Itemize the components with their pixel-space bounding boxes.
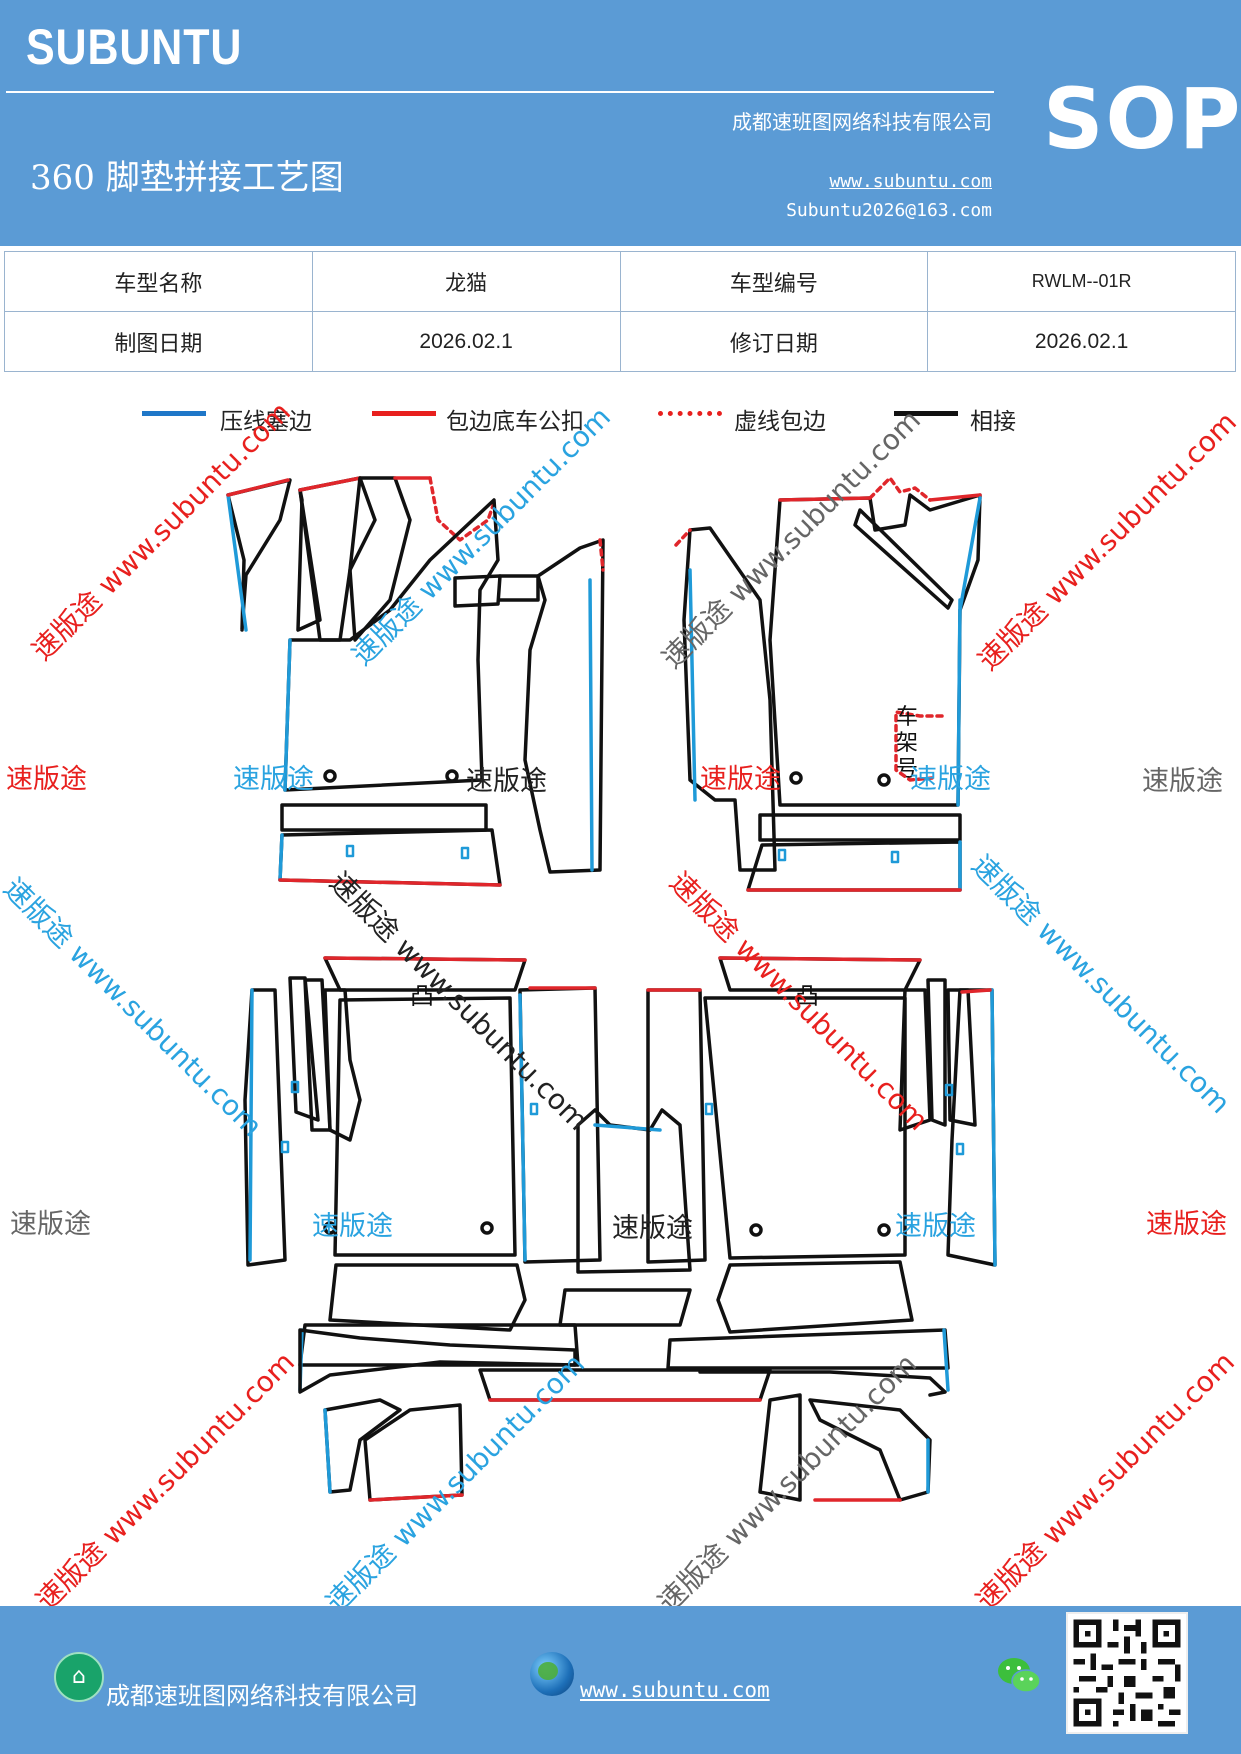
watermark-text: 速版途 <box>700 764 781 795</box>
watermark-text: 速版途 <box>10 1209 91 1240</box>
tab-marker: 凸 <box>795 982 819 1010</box>
revision-date-label: 修订日期 <box>619 311 929 372</box>
tab-marker: 凸 <box>410 982 434 1010</box>
legend-label: 包边底车公扣 <box>446 409 584 435</box>
frame-number-label: 车架号 <box>896 705 919 782</box>
watermark-text: 速版途 <box>312 1211 393 1242</box>
watermark-text: 速版途 <box>6 764 87 795</box>
footer-website-link[interactable]: www.subuntu.com <box>580 1678 770 1702</box>
legend-label: 压线塞边 <box>220 409 312 435</box>
header: SUBUNTU 成都速班图网络科技有限公司 360 脚垫拼接工艺图 www.su… <box>0 0 1241 246</box>
table-row: 制图日期 2026.02.1 修订日期 2026.02.1 <box>4 311 1236 372</box>
watermark-text: 速版途 <box>466 766 547 797</box>
model-code-label: 车型编号 <box>619 251 929 312</box>
watermark-text: 速版途 <box>612 1213 693 1244</box>
drawing-date-value: 2026.02.1 <box>311 311 621 372</box>
bottom-left-pieces <box>243 956 602 1502</box>
watermark-text: 速版途 <box>1146 1209 1227 1240</box>
watermark-text: 速版途 <box>910 764 991 795</box>
qr-code <box>1066 1612 1188 1734</box>
home-icon: ⌂ <box>54 1652 104 1702</box>
company-name: 成都速班图网络科技有限公司 <box>732 110 992 134</box>
model-code-value: RWLM--01R <box>927 251 1236 312</box>
table-row: 车型名称 龙猫 车型编号 RWLM--01R <box>4 251 1236 312</box>
bottom-right-pieces <box>646 956 997 1502</box>
sop-label: SOP <box>1043 70 1241 168</box>
doc-title: 360 脚垫拼接工艺图 <box>30 158 344 198</box>
info-table: 车型名称 龙猫 车型编号 RWLM--01R 制图日期 2026.02.1 修订… <box>4 251 1236 372</box>
watermark-text: 速版途 <box>895 1211 976 1242</box>
top-left-pieces <box>226 476 605 887</box>
legend-line-dotted-red <box>658 411 722 416</box>
website-link[interactable]: www.subuntu.com <box>829 171 992 192</box>
bottom-center-pieces <box>478 1108 772 1402</box>
header-divider <box>6 91 994 93</box>
footer-company: 成都速班图网络科技有限公司 <box>106 1682 418 1710</box>
top-right-pieces <box>674 476 982 892</box>
brand-logo: SUBUNTU <box>26 19 243 75</box>
revision-date-value: 2026.02.1 <box>927 311 1236 372</box>
legend-line-black <box>894 411 958 416</box>
legend: 压线塞边 包边底车公扣 虚线包边 相接 <box>0 402 1241 442</box>
model-name-value: 龙猫 <box>311 251 621 312</box>
legend-line-blue <box>142 411 206 416</box>
legend-label: 相接 <box>970 409 1016 435</box>
watermark-text: 速版途 <box>1142 766 1223 797</box>
email-address: Subuntu2026@163.com <box>786 200 992 221</box>
footer: ⌂ 成都速班图网络科技有限公司 www.subuntu.com <box>0 1606 1241 1754</box>
drawing-date-label: 制图日期 <box>4 311 313 372</box>
legend-line-red <box>372 411 436 416</box>
wechat-icon[interactable] <box>996 1654 1042 1698</box>
model-name-label: 车型名称 <box>4 251 313 312</box>
watermark-text: 速版途 <box>233 764 314 795</box>
globe-icon <box>530 1652 574 1696</box>
legend-label: 虚线包边 <box>734 409 826 435</box>
